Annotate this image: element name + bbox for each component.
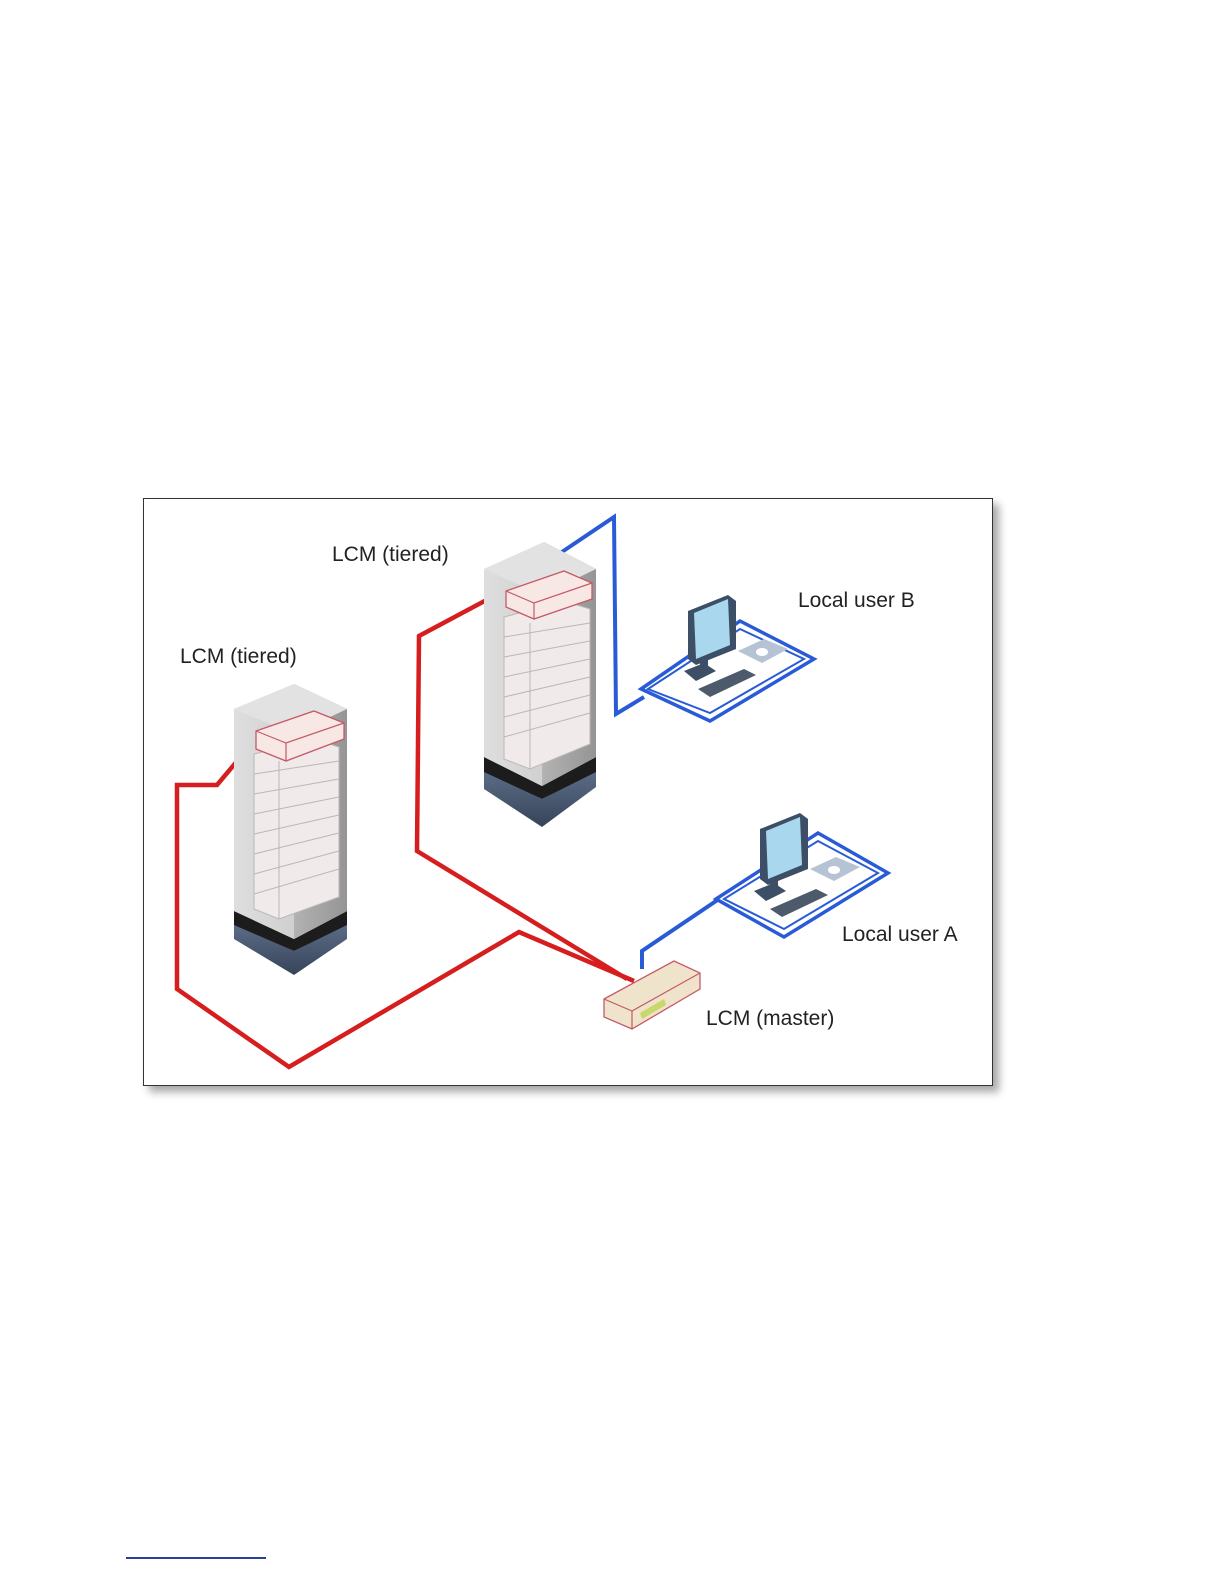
rack-icon-top bbox=[484, 542, 596, 827]
label-lcm-tiered-left: LCM (tiered) bbox=[180, 645, 297, 669]
server-icon-stack-top bbox=[504, 601, 590, 769]
user-cable-a bbox=[642, 899, 719, 969]
label-lcm-tiered-top: LCM (tiered) bbox=[332, 543, 449, 567]
label-local-user-b: Local user B bbox=[798, 589, 915, 613]
workstation-icon-b bbox=[641, 595, 814, 721]
footnote-separator bbox=[126, 1557, 266, 1559]
workstation-icon-a bbox=[716, 813, 888, 937]
diagram-canvas bbox=[144, 499, 992, 1085]
label-local-user-a: Local user A bbox=[842, 923, 958, 947]
server-icon-stack-left bbox=[254, 739, 339, 919]
label-lcm-master: LCM (master) bbox=[706, 1007, 834, 1031]
rack-icon-left bbox=[234, 684, 347, 975]
kvm-tiering-diagram: LCM (tiered) LCM (tiered) Local user B L… bbox=[143, 498, 993, 1086]
